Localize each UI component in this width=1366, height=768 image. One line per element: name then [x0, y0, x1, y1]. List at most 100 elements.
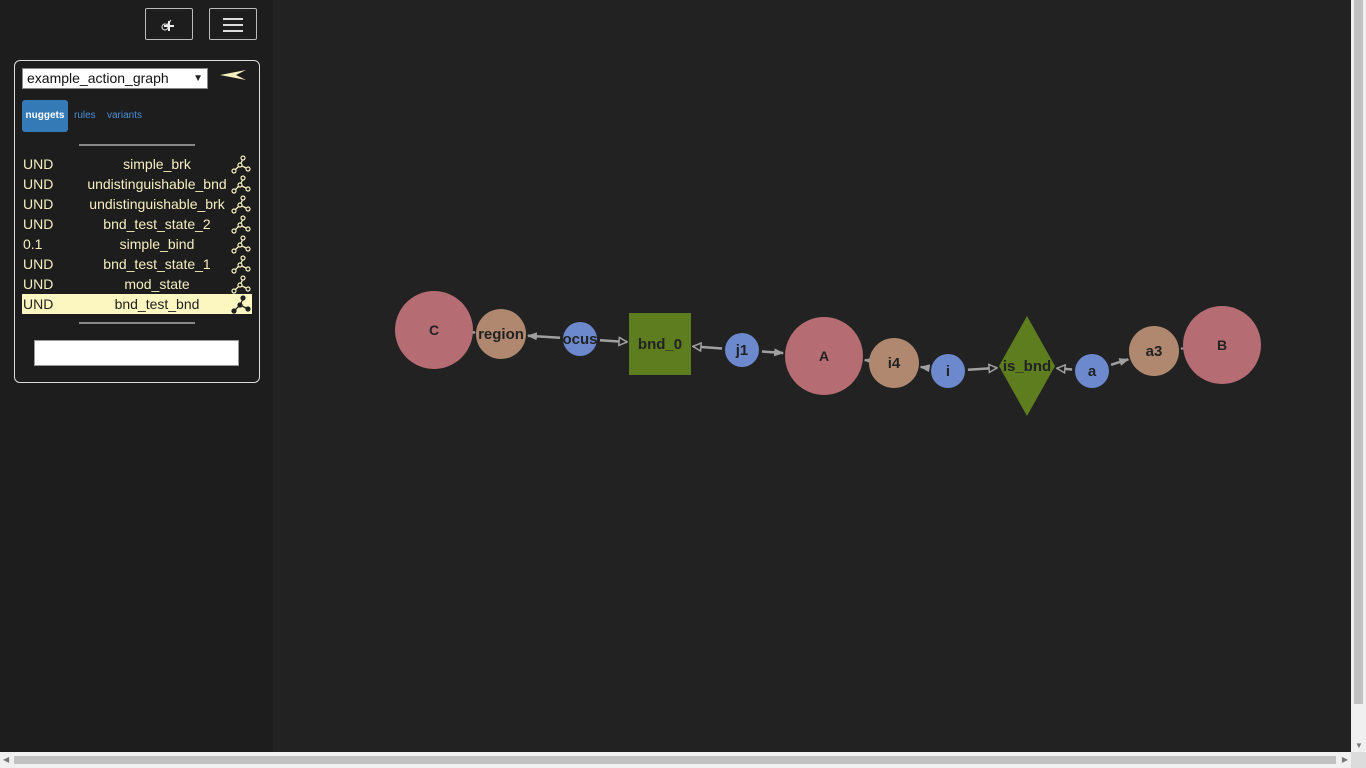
graph-node-A[interactable]: A [785, 317, 863, 395]
scroll-down-icon[interactable]: ▼ [1355, 741, 1363, 750]
nugget-score: UND [23, 256, 54, 272]
nugget-name: undistinguishable_brk [89, 196, 225, 212]
graph-icon[interactable] [230, 174, 252, 194]
graph-select[interactable]: example_action_graph ▼ [22, 68, 208, 89]
nugget-row[interactable]: UND undistinguishable_bnd [22, 174, 252, 194]
nugget-name: simple_brk [123, 156, 191, 172]
graph-node-shape[interactable] [1075, 354, 1109, 388]
node-plus-icon [161, 19, 174, 31]
nugget-score: UND [23, 216, 54, 232]
nugget-name: mod_state [124, 276, 190, 292]
graph-node-label: bnd_0 [638, 336, 682, 353]
graph-edge [967, 368, 997, 370]
graph-node-bnd-0[interactable]: bnd_0 [629, 313, 691, 375]
graph-node-label: i4 [888, 355, 901, 372]
search-input[interactable] [34, 340, 239, 366]
tab-nuggets[interactable]: nuggets [22, 100, 68, 132]
divider [79, 144, 195, 146]
graph-node-i[interactable]: i [931, 354, 965, 388]
graph-edge [1110, 358, 1130, 367]
graph-edge [1057, 368, 1073, 369]
left-arrow-icon[interactable] [218, 68, 248, 84]
scrollbar-thumb[interactable] [1354, 0, 1363, 704]
graph-edge [526, 332, 561, 341]
graph-node-label: region [478, 326, 524, 343]
nugget-row[interactable]: UND bnd_test_state_1 [22, 254, 252, 274]
graph-node-label: is_bnd [1003, 358, 1051, 375]
nugget-score: UND [23, 296, 54, 312]
nugget-panel: example_action_graph ▼ nuggets rules var… [14, 60, 260, 383]
graph-edge [919, 364, 931, 373]
graph-node-shape[interactable] [1129, 326, 1179, 376]
nugget-name: bnd_test_state_2 [103, 216, 211, 232]
graph-icon[interactable] [230, 294, 252, 314]
graph-node-shape[interactable] [629, 313, 691, 375]
nugget-row[interactable]: UND bnd_test_bnd [22, 294, 252, 314]
graph-node-label: i [946, 363, 950, 380]
graph-node-label: ocus [562, 331, 597, 348]
graph-icon[interactable] [230, 234, 252, 254]
graph-node-shape[interactable] [999, 316, 1055, 416]
graph-node-is-bnd[interactable]: is_bnd [999, 316, 1055, 416]
graph-node-label: C [429, 322, 439, 338]
nugget-name: bnd_test_bnd [114, 296, 200, 312]
menu-button[interactable] [209, 8, 257, 40]
graph-node-a[interactable]: a [1075, 354, 1109, 388]
horizontal-scrollbar[interactable]: ◀ ▶ [0, 752, 1351, 768]
graph-node-shape[interactable] [869, 338, 919, 388]
graph-edge [761, 348, 785, 357]
graph-node-region[interactable]: region [476, 309, 526, 359]
divider [79, 322, 195, 324]
graph-icon[interactable] [230, 274, 252, 294]
nugget-name: undistinguishable_bnd [87, 176, 227, 192]
graph-node-a3[interactable]: a3 [1129, 326, 1179, 376]
chevron-down-icon: ▼ [193, 73, 203, 84]
graph-node-label: A [819, 348, 829, 364]
graph-edge [599, 340, 627, 342]
nugget-score: UND [23, 176, 54, 192]
scroll-right-icon[interactable]: ▶ [1341, 755, 1348, 764]
graph-node-shape[interactable] [563, 322, 597, 356]
graph-node-j1[interactable]: j1 [725, 333, 759, 367]
nugget-score: UND [23, 276, 54, 292]
graph-node-B[interactable]: B [1183, 306, 1261, 384]
graph-icon[interactable] [230, 154, 252, 174]
graph-icon[interactable] [230, 214, 252, 234]
scrollbar-thumb[interactable] [14, 756, 1336, 764]
nugget-row[interactable]: UND undistinguishable_brk [22, 194, 252, 214]
nugget-name: bnd_test_state_1 [103, 256, 211, 272]
graph-select-value: example_action_graph [27, 70, 169, 86]
nugget-row[interactable]: UND mod_state [22, 274, 252, 294]
graph-node-shape[interactable] [931, 354, 965, 388]
graph-edges [465, 327, 1191, 373]
graph-edge [693, 346, 723, 348]
graph-node-label: a [1088, 363, 1097, 380]
graph-node-shape[interactable] [395, 291, 473, 369]
graph-icon[interactable] [230, 254, 252, 274]
graph-node-ocus[interactable]: ocus [562, 322, 598, 356]
graph-node-label: B [1217, 337, 1227, 353]
graph-node-i4[interactable]: i4 [869, 338, 919, 388]
graph-icon[interactable] [230, 194, 252, 214]
tab-rules[interactable]: rules [74, 110, 96, 121]
graph-node-C[interactable]: C [395, 291, 473, 369]
graph-node-shape[interactable] [1183, 306, 1261, 384]
scrollbar-corner [1351, 752, 1366, 768]
graph-node-shape[interactable] [785, 317, 863, 395]
scroll-left-icon[interactable]: ◀ [3, 755, 10, 764]
vertical-scrollbar[interactable]: ▼ [1351, 0, 1366, 752]
tab-variants[interactable]: variants [107, 110, 143, 121]
graph-node-label: a3 [1146, 343, 1163, 360]
graph-node-shape[interactable] [725, 333, 759, 367]
nugget-row[interactable]: UND bnd_test_state_2 [22, 214, 252, 234]
graph-node-shape[interactable] [476, 309, 526, 359]
graph-node-label: j1 [735, 342, 749, 359]
nugget-score: 0.1 [23, 236, 43, 252]
new-graph-button[interactable] [145, 8, 193, 40]
nugget-score: UND [23, 196, 54, 212]
